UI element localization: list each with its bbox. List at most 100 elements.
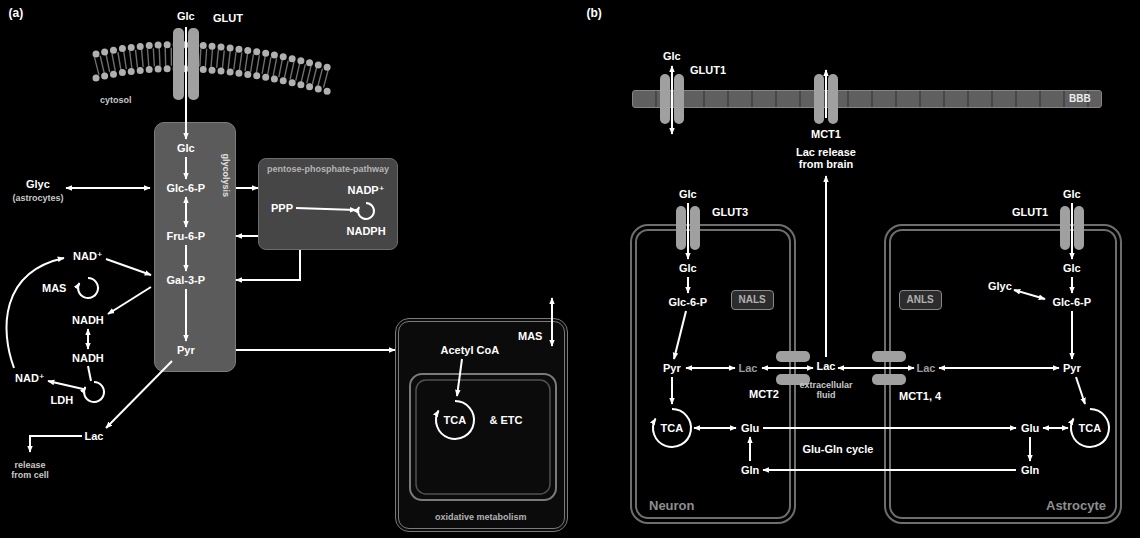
text-slot: NAD⁺: [73, 250, 103, 263]
metabolite-label: PPP: [271, 202, 293, 215]
flux-arrow: [749, 437, 751, 461]
flux-arrow: [763, 427, 1016, 429]
text-slot: Lac: [917, 362, 936, 375]
text-slot: Acetyl CoA: [441, 344, 500, 357]
flux-arrow: [825, 70, 827, 118]
metabolite-label: Glc-6-P: [669, 296, 708, 309]
flux-arrow: [6, 258, 64, 368]
metabolite-label: LDH: [51, 394, 74, 407]
flux-arrow: [48, 381, 83, 389]
flux-arrow: [674, 311, 686, 359]
text-slot: NADPH: [347, 225, 386, 238]
text-slot: GLUT: [213, 12, 243, 25]
flux-arrow: [671, 66, 673, 134]
pathway-column: glycolysisGlcGlc-6-PFru-6-PGal-3-PPyr: [154, 122, 236, 372]
cell-box: ANLSTCAGlcGlycGlc-6-PPyrLacGluGlnAstrocy…: [884, 224, 1122, 524]
metabolite-label: NAD⁺: [15, 372, 45, 385]
note-label: (astrocytes): [13, 193, 64, 203]
flux-arrow: [686, 367, 735, 369]
cycle-arrow: [1071, 409, 1109, 447]
flux-arrow: [694, 427, 736, 429]
metabolite-label: MAS: [42, 282, 66, 295]
text-slot: (a): [9, 7, 24, 21]
text-slot: NALS: [739, 294, 766, 306]
flux-arrow: [551, 298, 553, 346]
text-slot: MCT1, 4: [899, 390, 941, 403]
transporter-symbol: [776, 374, 810, 385]
text-slot: GLUT3: [712, 206, 748, 219]
metabolite-label: Acetyl CoA: [441, 344, 500, 357]
membrane-heads: [96, 69, 330, 92]
flux-connector: [236, 235, 258, 237]
metabolite-label: Glyc: [26, 178, 50, 191]
flux-arrow: [185, 197, 187, 227]
metabolite-label: & ETC: [490, 414, 523, 427]
text-slot: Astrocyte: [1046, 499, 1106, 514]
text-slot: NAD⁺: [15, 372, 45, 385]
metabolite-label: MCT2: [749, 388, 779, 401]
metabolite-label: GLUT1: [1012, 206, 1048, 219]
text-slot: Glc: [177, 142, 195, 155]
metabolite-label: Glc: [663, 50, 681, 63]
note-label: extracellular fluid: [794, 380, 858, 401]
metabolite-label: Glc-6-P: [167, 182, 206, 195]
metabolite-label: Glc: [1063, 262, 1081, 275]
text-slot: (astrocytes): [13, 193, 64, 203]
cycle-arrow: [78, 278, 98, 298]
heading-label: glycolysis: [221, 153, 231, 197]
text-slot: Pyr: [177, 344, 195, 357]
flux-arrow: [457, 359, 462, 396]
flux-arrow: [185, 245, 187, 271]
note-label: cytosol: [100, 95, 132, 105]
flux-arrow: [185, 157, 187, 179]
text-slot: Lac release from brain: [786, 146, 866, 171]
text-slot: cytosol: [100, 95, 132, 105]
metabolite-label: Pyr: [663, 362, 681, 375]
metabolite-label: Pyr: [177, 344, 195, 357]
flux-arrow: [185, 289, 187, 341]
barrier-band: BBB: [632, 90, 1102, 108]
flux-arrow: [763, 469, 1016, 471]
text-slot: & ETC: [490, 414, 523, 427]
flux-arrow: [1029, 437, 1031, 461]
text-slot: Glu: [1021, 422, 1039, 435]
metabolite-label: NADP⁺: [348, 184, 385, 197]
text-slot: Gln: [1021, 464, 1039, 477]
flux-arrow: [185, 27, 187, 139]
flux-arrow: [1071, 203, 1073, 259]
metabolite-label: Glyc: [988, 280, 1012, 293]
cycle-arrow: [358, 203, 374, 219]
cell-name: Astrocyte: [1046, 499, 1106, 514]
transporter-symbol: [1060, 206, 1070, 250]
pathway-box: pentose-phosphate-pathwayPPPNADP⁺NADPH: [258, 158, 398, 250]
flux-arrow: [687, 203, 689, 259]
flux-arrow: [106, 259, 151, 275]
transporter-symbol: [828, 74, 838, 124]
text-slot: MAS: [518, 330, 542, 343]
metabolite-label: Pyr: [1063, 362, 1081, 375]
cycle-arrow: [84, 382, 104, 402]
flux-arrow: [838, 367, 914, 369]
transporter-symbol: [814, 74, 824, 124]
model-tag-text: NALS: [739, 294, 766, 306]
metabolite-label: Lac release from brain: [786, 146, 866, 171]
metabolite-label: Glu-Gln cycle: [803, 443, 874, 456]
flux-arrow: [1076, 377, 1085, 404]
model-tag: ANLS: [899, 290, 942, 310]
metabolite-label: GLUT3: [712, 206, 748, 219]
cell-name: Neuron: [649, 499, 695, 514]
text-slot: extracellular fluid: [794, 380, 858, 401]
flux-arrow: [939, 367, 1059, 369]
barrier-text: BBB: [1069, 93, 1091, 105]
flux-connector: [236, 187, 258, 189]
text-slot: Glc: [663, 50, 681, 63]
metabolite-label: Glu: [741, 422, 759, 435]
metabolite-label: Gln: [1021, 464, 1039, 477]
note-label: release from cell: [6, 460, 54, 481]
metabolite-label: NADH: [72, 352, 104, 365]
transporter-symbol: [872, 374, 906, 385]
cycle-arrow: [436, 401, 474, 439]
